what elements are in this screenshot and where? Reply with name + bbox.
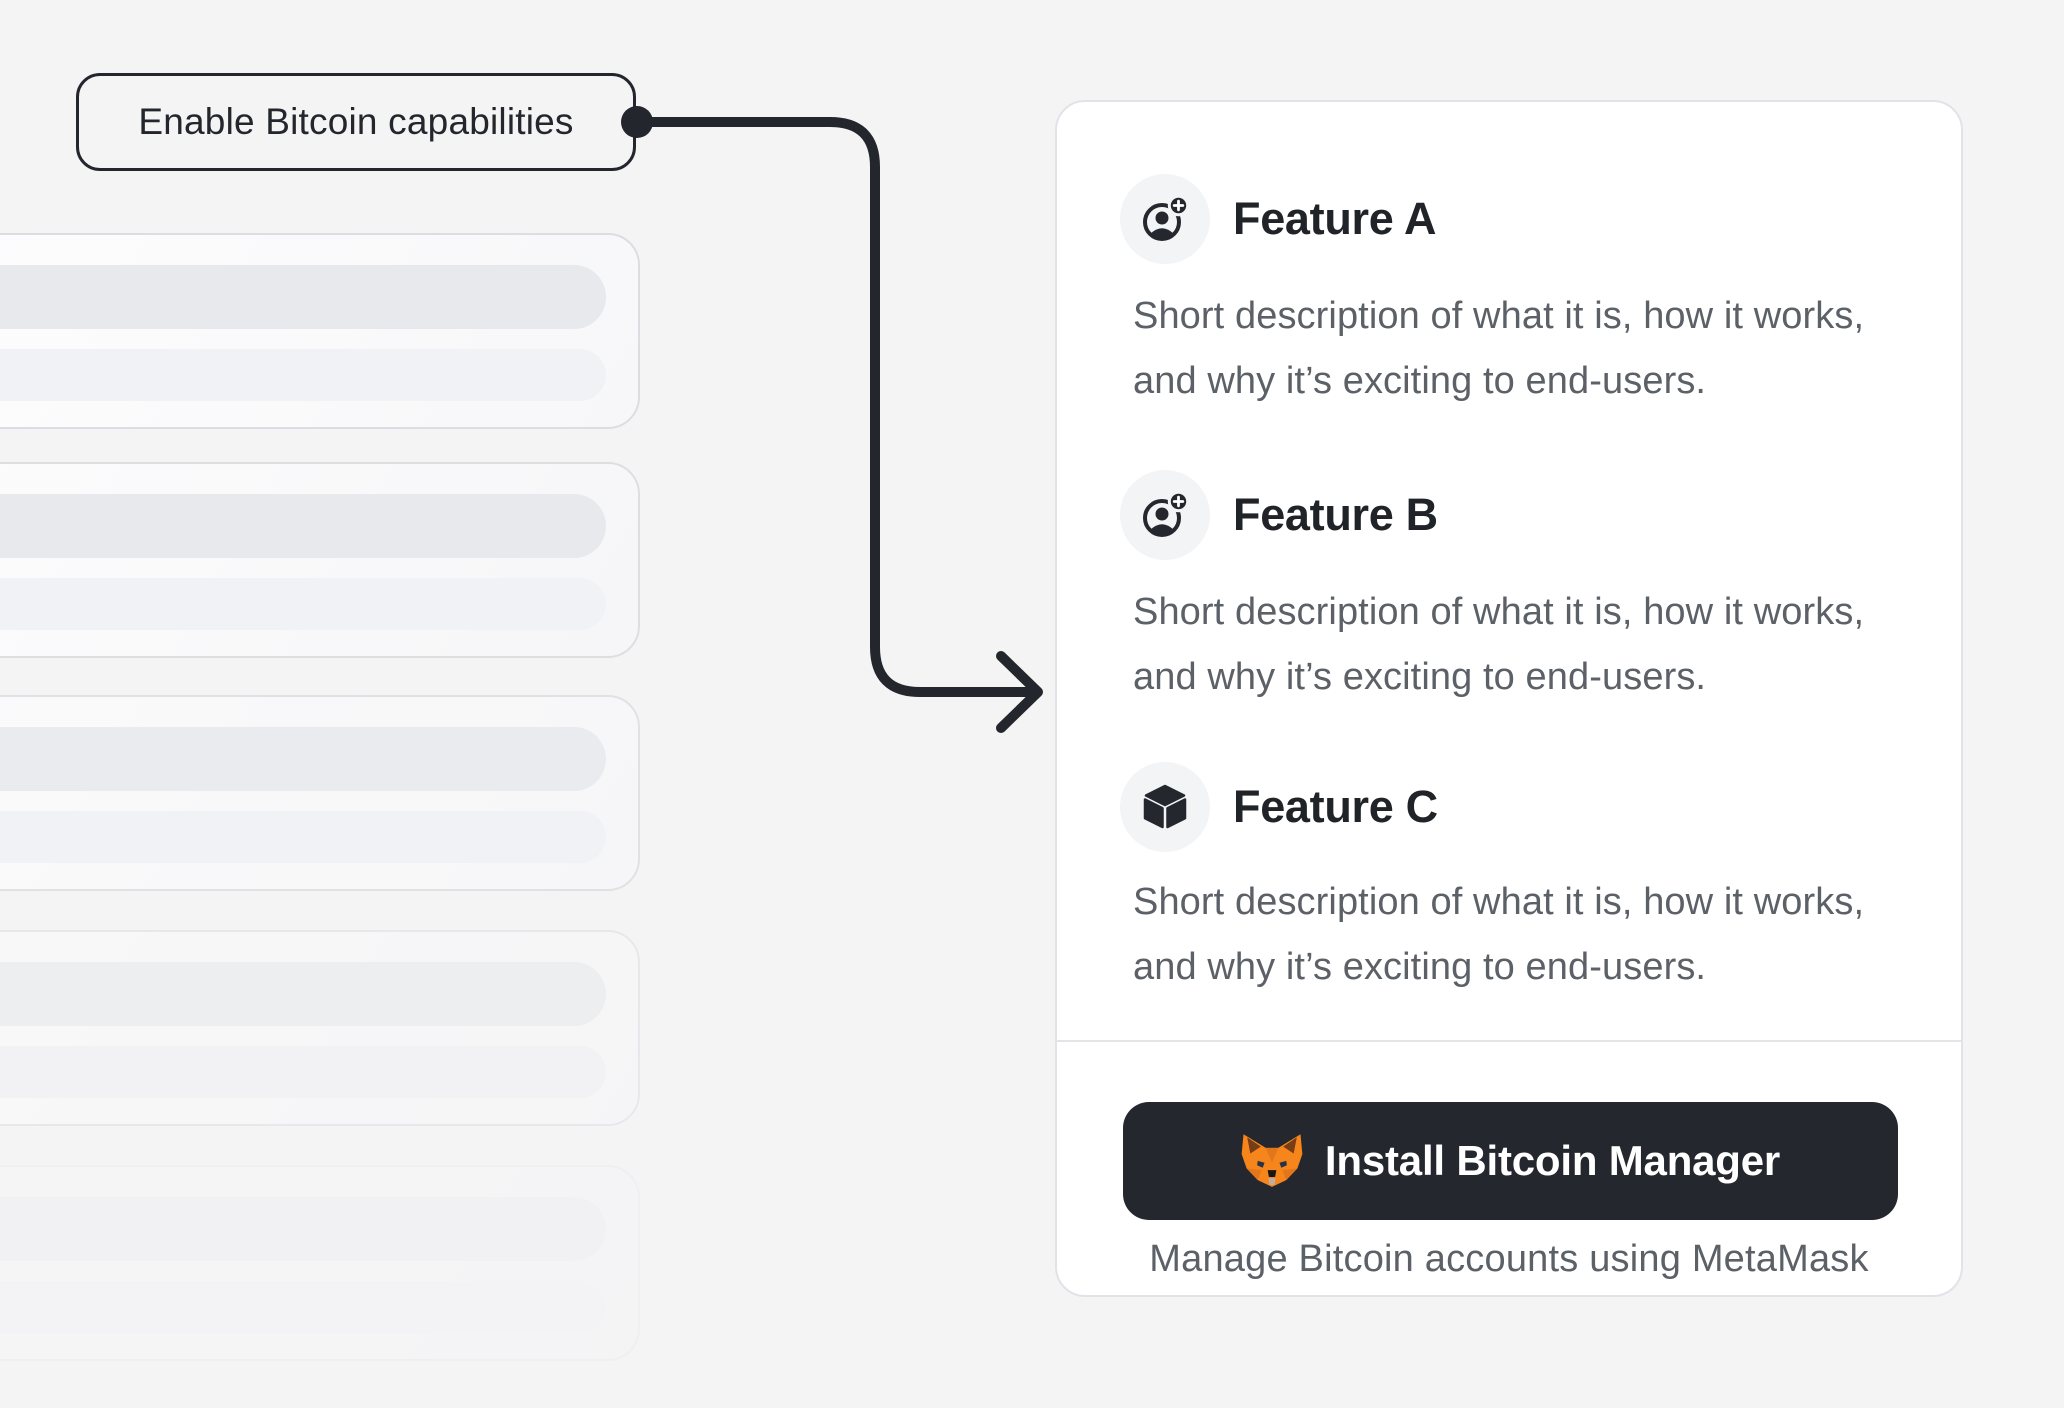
feature-c-title: Feature C [1233, 781, 1438, 832]
feature-c-description: Short description of what it is, how it … [1133, 881, 1865, 988]
skeleton-line [0, 1046, 606, 1098]
skeleton-line [0, 727, 606, 791]
skeleton-line [0, 349, 606, 401]
feature-b-description: Short description of what it is, how it … [1133, 591, 1865, 698]
connector-path [632, 117, 1041, 697]
feature-a-title: Feature A [1233, 193, 1437, 244]
panel-divider [1057, 1040, 1961, 1042]
callout-label-box: Enable Bitcoin capabilities [76, 73, 636, 171]
cube-icon [1143, 784, 1187, 829]
feature-a-icon-circle [1120, 174, 1210, 264]
cta-caption: Manage Bitcoin accounts using MetaMask [1149, 1238, 1869, 1280]
skeleton-line [0, 265, 606, 329]
install-bitcoin-manager-button[interactable]: Install Bitcoin Manager [1123, 1102, 1898, 1220]
metamask-fox-icon [1241, 1133, 1303, 1187]
feature-a-description: Short description of what it is, how it … [1133, 295, 1865, 402]
skeleton-line [0, 578, 606, 630]
skeleton-line [0, 1281, 606, 1333]
skeleton-card [0, 695, 640, 891]
skeleton-line [0, 811, 606, 863]
feature-panel: Feature A Short description of what it i… [1055, 100, 1963, 1297]
install-button-label: Install Bitcoin Manager [1324, 1137, 1781, 1184]
feature-b-icon-circle [1120, 470, 1210, 560]
skeleton-line [0, 962, 606, 1026]
arrowhead-icon [996, 651, 1043, 733]
feature-b-title: Feature B [1233, 489, 1438, 540]
skeleton-card [0, 930, 640, 1126]
skeleton-line [0, 1197, 606, 1261]
user-add-icon [1143, 491, 1189, 537]
feature-c-icon-circle [1120, 762, 1210, 852]
callout-label: Enable Bitcoin capabilities [138, 101, 574, 142]
skeleton-card [0, 1165, 640, 1361]
user-add-icon [1143, 195, 1189, 241]
skeleton-card [0, 233, 640, 429]
skeleton-line [0, 494, 606, 558]
skeleton-card [0, 462, 640, 658]
